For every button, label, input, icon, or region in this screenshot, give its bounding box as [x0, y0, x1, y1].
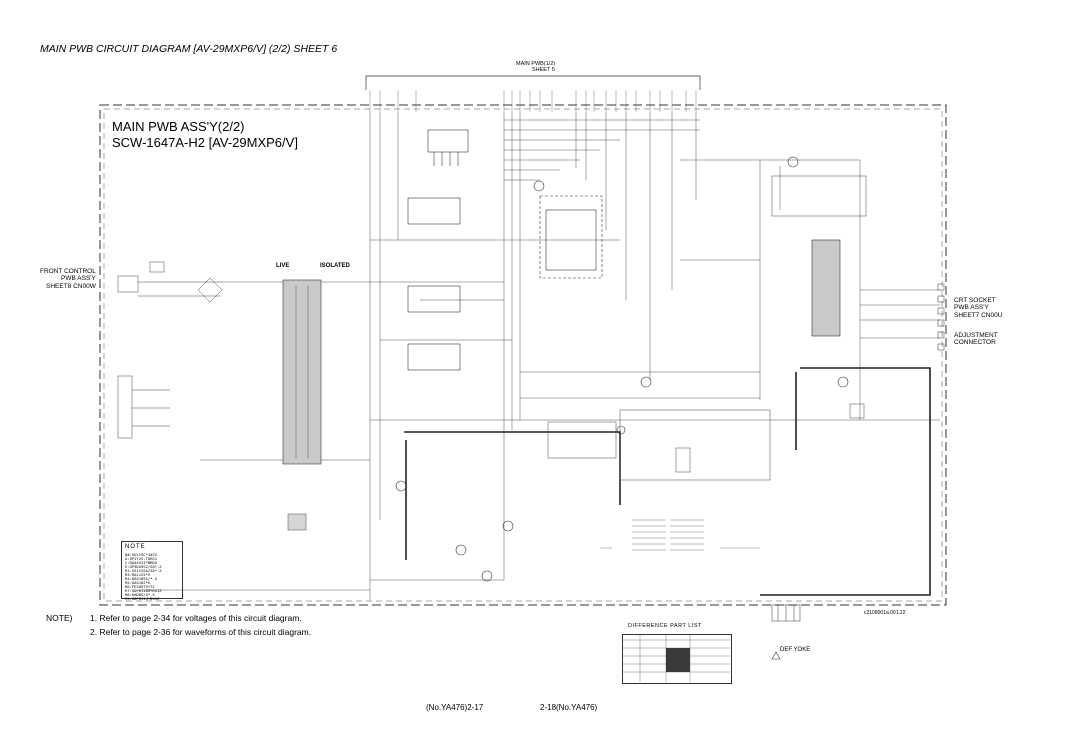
note-box-line: E:GP3DS9S2/SA*-X	[125, 564, 162, 569]
isolated-label: ISOLATED	[320, 263, 350, 269]
pwb-title: MAIN PWB ASS'Y(2/2)	[112, 119, 245, 134]
top-connector-label: MAIN PWB(1/2)	[516, 61, 556, 67]
def-yoke-connector	[771, 604, 801, 622]
def-yoke-label: DEF YOKE	[780, 647, 811, 653]
top-connector-sheet: SHEET 5	[532, 67, 555, 73]
board-outline-inner	[103, 108, 943, 602]
ac-input-section	[117, 261, 223, 439]
diagram-code: c2108001a.001.22	[864, 610, 906, 616]
note-box-line: R9:SDP0114*DS1Z	[125, 596, 160, 601]
right-connector-pins	[937, 283, 945, 351]
live-label: LIVE	[276, 263, 290, 269]
difference-list-title: DIFFERENCE PART LIST	[628, 623, 702, 629]
pwb-model: SCW-1647A-H2 [AV-29MXP6/V]	[112, 135, 298, 150]
note-box-line: C:RA54S3J*BRDX	[125, 560, 158, 565]
resistor-grid	[600, 519, 760, 551]
vertical-bus-lines	[369, 112, 861, 600]
ic-blocks	[407, 195, 603, 371]
note-box-line: R5:UAS102*X	[125, 580, 151, 585]
connector-block-top	[427, 129, 469, 166]
note-box-line: R6:FE2D5TS*72	[125, 584, 155, 589]
horizontal-output-section	[287, 403, 865, 531]
top-connector-bracket	[365, 75, 701, 90]
front-control-label: FRONT CONTROL PWB ASS'Y SHEET8 CN00W	[40, 268, 96, 290]
note-item-1: 1. Refer to page 2-34 for voltages of th…	[90, 613, 302, 623]
note-box-line: R4:RA5105S/*-X	[125, 576, 158, 581]
note-box-line: D#:SU1YGC*102V	[125, 552, 158, 557]
heavy-traces	[404, 367, 931, 596]
notes-label: NOTE)	[46, 613, 73, 623]
note-box-line: R3:RA1125*X	[125, 572, 151, 577]
note-box-line: R7:SDPK1105*DS1Z	[125, 588, 162, 593]
power-transformer	[282, 279, 322, 465]
horizontal-signal-lines	[140, 119, 940, 591]
note-box-line: R8:RAD0S/S*-X	[125, 592, 155, 597]
note-box-title: NOTE	[125, 544, 146, 550]
page-number-left: (No.YA476)2-17	[426, 703, 484, 712]
transistors	[395, 156, 849, 582]
difference-part-table	[622, 634, 732, 684]
top-connector-pins	[369, 90, 697, 112]
page-number-right: 2-18(No.YA476)	[540, 703, 598, 712]
note-box-line: R1:SS1ISSA/SA*-X	[125, 568, 162, 573]
note-item-2: 2. Refer to page 2-36 for waveforms of t…	[90, 627, 312, 637]
note-box-line: A:GP1Y2S.TORG1	[125, 556, 158, 561]
difference-table-shading	[666, 648, 690, 672]
deflection-ic	[771, 166, 867, 337]
board-outline	[99, 104, 947, 606]
note-box: NOTE D#:SU1YGC*102V A:GP1Y2S.TORG1 C:RA5…	[121, 541, 183, 601]
sheet-title: MAIN PWB CIRCUIT DIAGRAM [AV-29MXP6/V] (…	[40, 43, 338, 55]
warning-triangle-icon	[771, 651, 781, 660]
crt-socket-label: CRT SOCKET PWB ASS'Y SHEET7 CN00U	[954, 297, 1003, 319]
adjustment-connector-label: ADJUSTMENT CONNECTOR	[954, 332, 998, 347]
